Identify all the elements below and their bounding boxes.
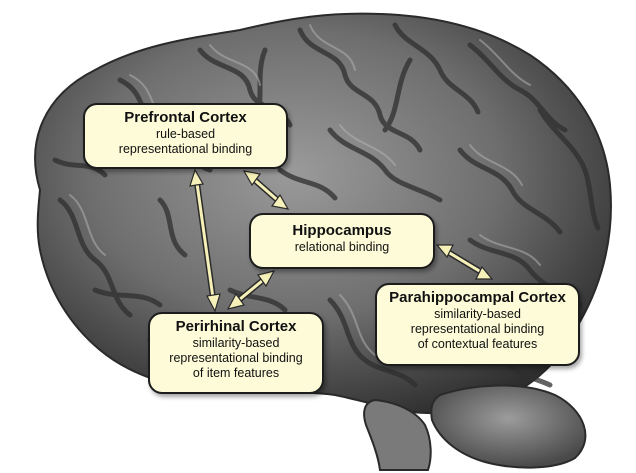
perirhinal-cortex-line-1: similarity-based [156,336,316,351]
perirhinal-cortex-line-2: representational binding [156,351,316,366]
perirhinal-cortex-label: Perirhinal Cortex similarity-based repre… [148,312,324,394]
parahippocampal-cortex-line-3: of contextual features [383,337,572,352]
hippocampus-label: Hippocampus relational binding [249,213,435,269]
hippocampus-title: Hippocampus [257,222,427,240]
cerebellum-shape [431,386,585,468]
prefrontal-cortex-label: Prefrontal Cortex rule-based representat… [83,103,288,169]
prefrontal-cortex-line-2: representational binding [91,142,280,157]
perirhinal-cortex-line-3: of item features [156,366,316,381]
parahippocampal-cortex-title: Parahippocampal Cortex [383,289,572,307]
parahippocampal-cortex-label: Parahippocampal Cortex similarity-based … [375,283,580,366]
parahippocampal-cortex-line-2: representational binding [383,322,572,337]
perirhinal-cortex-title: Perirhinal Cortex [156,318,316,336]
hippocampus-line-1: relational binding [257,240,427,255]
prefrontal-cortex-line-1: rule-based [91,127,280,142]
parahippocampal-cortex-line-1: similarity-based [383,307,572,322]
prefrontal-cortex-title: Prefrontal Cortex [91,109,280,127]
